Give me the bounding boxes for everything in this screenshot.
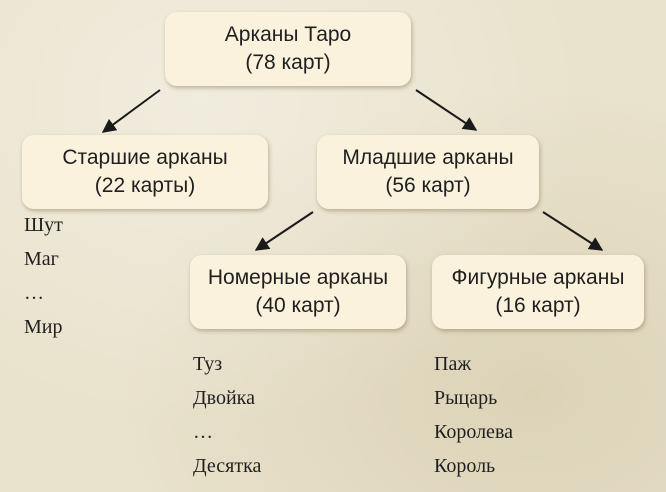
node-numbered-arcana: Номерные арканы (40 карт) — [190, 255, 406, 329]
node-minor-arcana: Младшие арканы (56 карт) — [317, 135, 539, 209]
numbered-arcana-card-list: Туз Двойка … Десятка — [193, 347, 261, 483]
court-arcana-card-list: Паж Рыцарь Королева Король — [434, 347, 513, 483]
node-court-arcana-count: (16 карт) — [495, 294, 581, 317]
node-major-arcana-count: (22 карты) — [94, 174, 196, 197]
node-tarot-arcana: Арканы Таро (78 карт) — [165, 12, 411, 86]
major-arcana-card-list: Шут Маг … Мир — [24, 208, 63, 344]
arrow-minor-to-court — [542, 211, 604, 251]
list-item: Рыцарь — [434, 387, 498, 409]
node-numbered-arcana-count: (40 карт) — [255, 294, 341, 317]
node-court-arcana: Фигурные арканы (16 карт) — [432, 255, 644, 329]
list-item: Паж — [434, 353, 472, 375]
list-item: Туз — [193, 353, 223, 375]
arrow-root-to-minor — [415, 89, 478, 131]
node-minor-arcana-count: (56 карт) — [385, 174, 471, 197]
node-numbered-arcana-title: Номерные арканы — [207, 266, 389, 289]
list-item: Шут — [24, 214, 63, 236]
list-item: Десятка — [193, 455, 262, 477]
list-item: Мир — [24, 316, 63, 338]
list-item: … — [24, 282, 44, 304]
list-item: Король — [434, 455, 496, 477]
list-item: Двойка — [193, 387, 255, 409]
node-major-arcana: Старшие арканы (22 карты) — [22, 135, 268, 209]
arrow-root-to-major — [101, 89, 161, 133]
node-minor-arcana-title: Младшие арканы — [342, 146, 514, 169]
list-item: Королева — [434, 421, 513, 443]
node-tarot-arcana-title: Арканы Таро — [224, 23, 352, 46]
node-major-arcana-title: Старшие арканы — [62, 146, 228, 169]
arrow-minor-to-numbered — [254, 211, 314, 251]
list-item: … — [193, 421, 213, 443]
list-item: Маг — [24, 248, 59, 270]
node-tarot-arcana-count: (78 карт) — [245, 51, 331, 74]
node-court-arcana-title: Фигурные арканы — [451, 266, 625, 289]
